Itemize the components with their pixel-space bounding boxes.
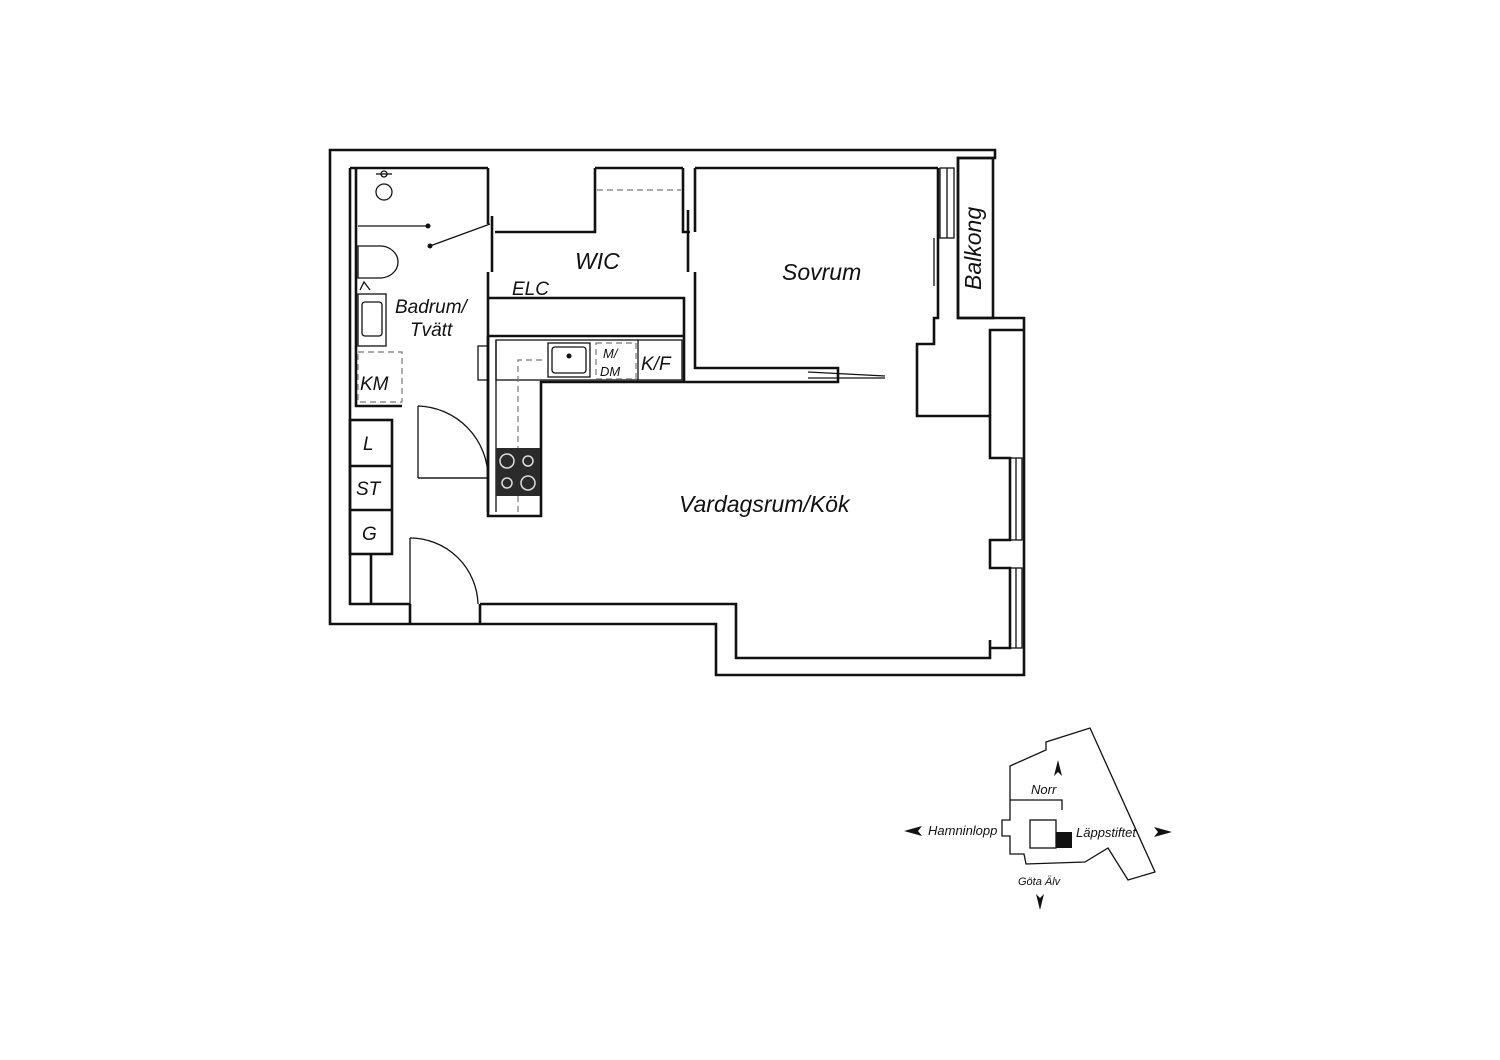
label-sovrum: Sovrum <box>782 259 861 285</box>
inner-walls <box>348 168 840 624</box>
apartment-marker-icon <box>1056 832 1072 848</box>
arrow-west-icon <box>904 826 922 836</box>
arrow-south-icon <box>1036 894 1044 910</box>
label-lappstiftet: Läppstiftet <box>1076 825 1137 840</box>
label-elc: ELC <box>512 279 549 300</box>
label-km: KM <box>360 374 389 395</box>
label-vardagsrum: Vardagsrum/Kök <box>679 491 851 517</box>
bathroom-fixtures <box>357 170 491 403</box>
doors <box>409 189 935 605</box>
kitchen-fixtures <box>477 339 683 512</box>
label-m: M/ <box>603 346 619 361</box>
label-st: ST <box>356 479 382 500</box>
label-l: L <box>363 434 374 455</box>
label-gota-alv: Göta Älv <box>1018 876 1062 888</box>
label-kf: K/F <box>641 354 672 375</box>
balcony <box>939 156 995 320</box>
windows-right <box>1009 457 1023 649</box>
site-map <box>904 727 1172 910</box>
label-badrum-line1: Badrum/ <box>395 297 469 318</box>
label-hamninlopp: Hamninlopp <box>928 823 997 838</box>
label-wic: WIC <box>575 248 620 274</box>
label-norr: Norr <box>1031 782 1057 797</box>
label-badrum-line2: Tvätt <box>410 320 453 341</box>
label-balkong: Balkong <box>960 207 986 290</box>
outer-walls <box>328 148 1026 677</box>
label-dm: DM <box>600 364 620 379</box>
label-g: G <box>362 524 377 545</box>
arrow-north-icon <box>1054 760 1062 776</box>
arrow-east-icon <box>1154 827 1172 837</box>
